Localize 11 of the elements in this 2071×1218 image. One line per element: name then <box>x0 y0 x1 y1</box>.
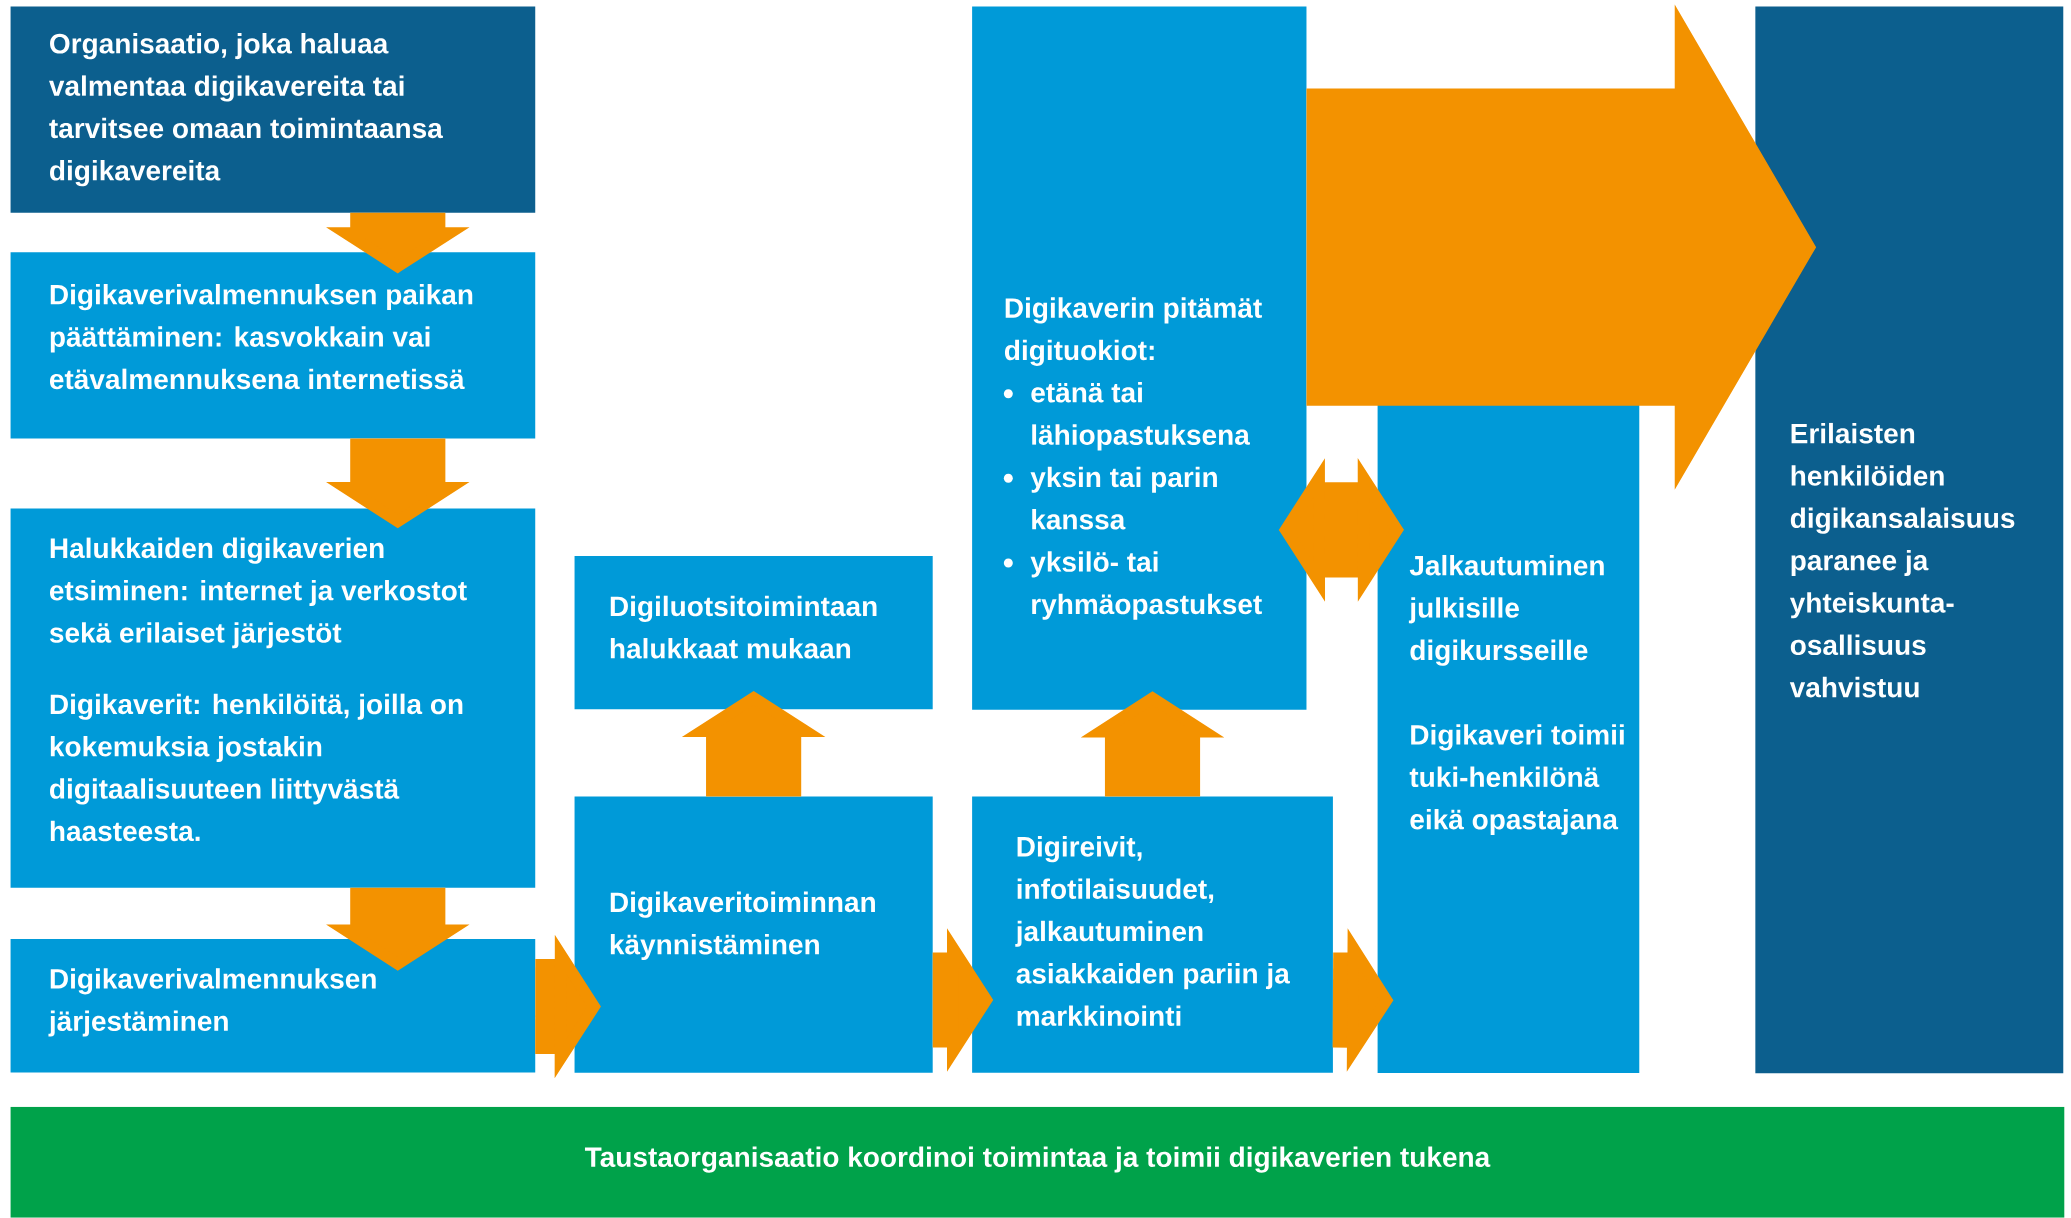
arrow <box>1306 4 1817 490</box>
start-box: Organisaatio, joka haluaa valmentaa digikavereita tai tarvitsee omaan toimintaansa digikavereita <box>10 6 536 213</box>
process-box: Halukkaiden digikaverien etsiminen: internet ja verkostot sekä erilaiset järjestöt Digikaverit: henkilöitä, joilla on kokemuksia jostakin digitaalisuuteen liittyvästä haasteesta. <box>10 508 536 888</box>
process-box: Digikaveritoiminnan käynnistäminen <box>574 796 933 1073</box>
footer-band: Taustaorganisaatio koordinoi toimintaa ja toimii digikaverien tukena <box>10 1106 2065 1218</box>
outcome-box: Erilaisten henkilöiden digikansalaisuus paranee ja yhteiskunta-osallisuus vahvistuu <box>1755 6 2064 1074</box>
process-box: Digireivit, infotilaisuudet, jalkautuminen asiakkaiden pariin ja markkinointi <box>972 796 1333 1073</box>
process-box: Digikaverivalmennuksen paikan päättäminen: kasvokkain vai etävalmennuksena internetissä <box>10 252 536 439</box>
process-box: Digikaverivalmennuksen järjestäminen <box>10 939 536 1073</box>
process-box: Digiluotsitoimintaan halukkaat mukaan <box>574 556 933 710</box>
process-box: Digikaverin pitämät digituokiot: etänä tai lähiopastuksena yksin tai parin kanssa yksilö- tai ryhmäopastukset <box>972 6 1307 710</box>
